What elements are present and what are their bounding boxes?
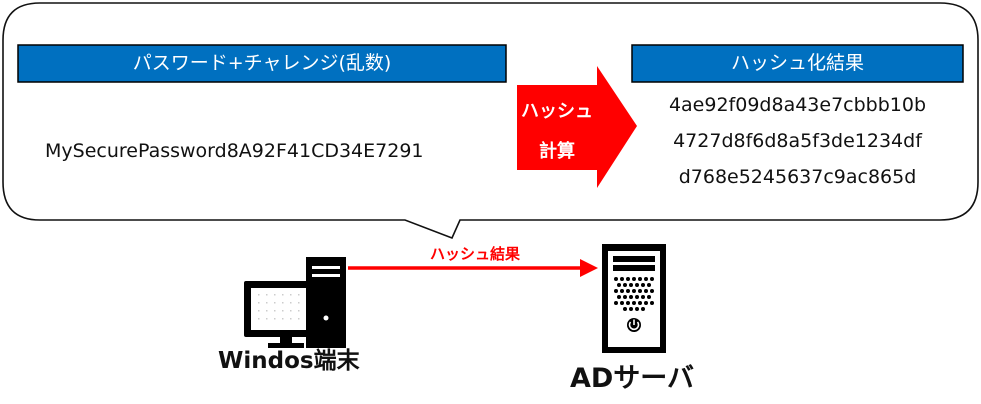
speech-bubble — [2, 2, 979, 240]
left-header-label: パスワード+チャレンジ(乱数) — [132, 52, 392, 74]
pc-icon — [244, 257, 346, 348]
hash-calc-arrow — [517, 66, 637, 188]
flow-label: ハッシュ結果 — [429, 245, 520, 263]
server-label: ADサーバ — [570, 363, 695, 394]
right-header-bar — [631, 44, 964, 83]
hash-result-arrow-head — [580, 259, 598, 277]
client-label: Windos端末 — [218, 348, 360, 374]
hash-arrow-line2: 計算 — [539, 141, 575, 162]
password-challenge-value: MySecurePassword8A92F41CD34E7291 — [45, 140, 424, 162]
hash-result-line-2: 4727d8f6d8a5f3de1234df — [673, 130, 922, 152]
hash-arrow-line1: ハッシュ — [521, 101, 593, 122]
hash-result-line-1: 4ae92f09d8a43e7cbbb10b — [668, 94, 927, 116]
right-header-label: ハッシュ化結果 — [730, 52, 864, 74]
left-header-bar — [17, 44, 507, 83]
server-icon — [602, 244, 666, 353]
hash-result-line-3: d768e5245637c9ac865d — [678, 166, 917, 188]
